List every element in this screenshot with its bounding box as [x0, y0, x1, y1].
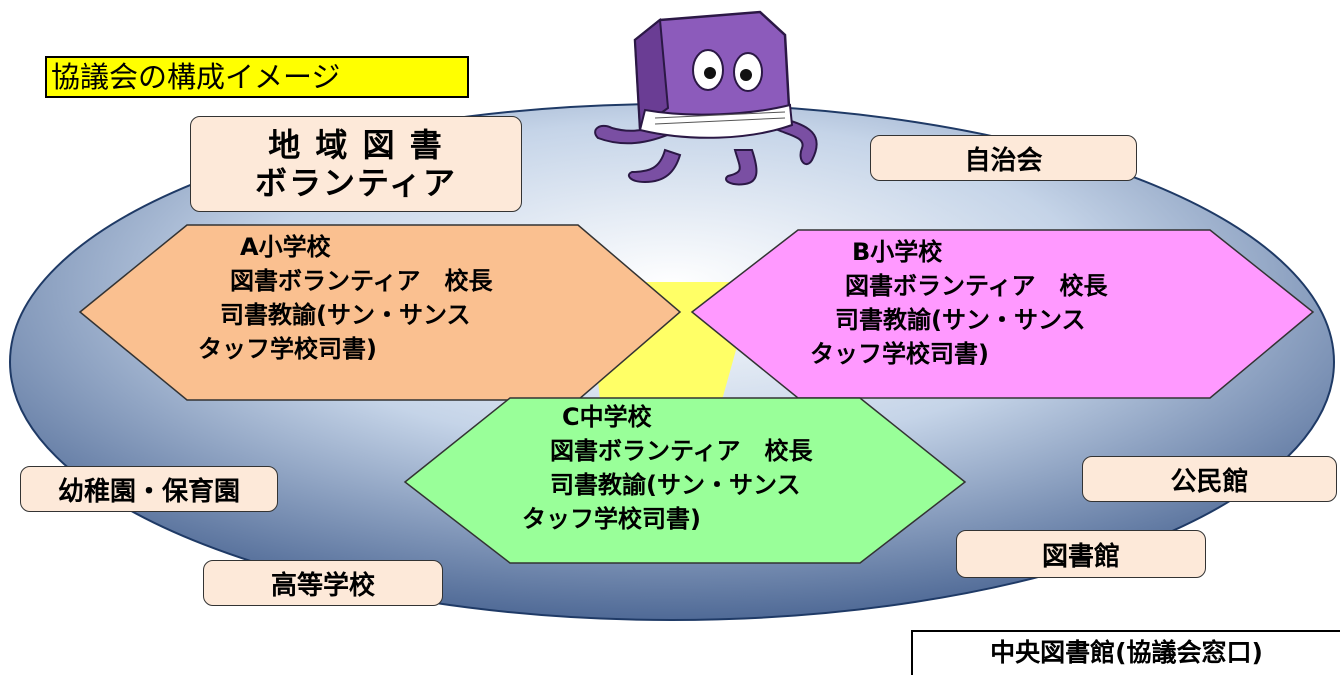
- diagram-title: 協議会の構成イメージ: [45, 56, 469, 98]
- volunteer-label-line1: 地 域 図 書: [268, 126, 444, 164]
- hexagon-school-a: [78, 224, 682, 401]
- library-label: 図書館: [1041, 541, 1120, 572]
- high-school-label: 高等学校: [270, 570, 375, 601]
- school-c-name: C中学校: [562, 403, 652, 431]
- school-c-line2: 司書教諭(サン・サンス: [550, 471, 801, 499]
- library-box: 図書館: [956, 530, 1206, 578]
- community-center-label: 公民館: [1170, 466, 1249, 497]
- kindergarten-box: 幼稚園・保育園: [20, 466, 278, 512]
- school-c-line3: タッフ学校司書): [522, 505, 701, 533]
- school-a-name: A小学校: [240, 233, 331, 261]
- school-a-line1: 図書ボランティア 校長: [230, 267, 493, 295]
- high-school-box: 高等学校: [203, 560, 443, 606]
- school-a-line2: 司書教諭(サン・サンス: [220, 301, 471, 329]
- school-b-line1: 図書ボランティア 校長: [845, 272, 1108, 300]
- community-center-box: 公民館: [1082, 456, 1337, 502]
- neighborhood-box: 自治会: [870, 135, 1137, 181]
- school-c-line1: 図書ボランティア 校長: [550, 437, 813, 465]
- central-library-contact: 中央図書館(協議会窓口): [911, 630, 1340, 675]
- hexagon-school-c: [403, 397, 967, 564]
- volunteer-label-line2: ボランティア: [254, 164, 458, 202]
- volunteer-box: 地 域 図 書 ボランティア: [190, 116, 522, 212]
- kindergarten-label: 幼稚園・保育園: [57, 476, 240, 507]
- neighborhood-label: 自治会: [964, 145, 1043, 176]
- school-b-line2: 司書教諭(サン・サンス: [835, 306, 1086, 334]
- school-b-name: B小学校: [852, 238, 943, 266]
- school-a-line3: タッフ学校司書): [198, 335, 377, 363]
- book-mascot-icon: [594, 10, 818, 186]
- school-b-line3: タッフ学校司書): [810, 340, 989, 368]
